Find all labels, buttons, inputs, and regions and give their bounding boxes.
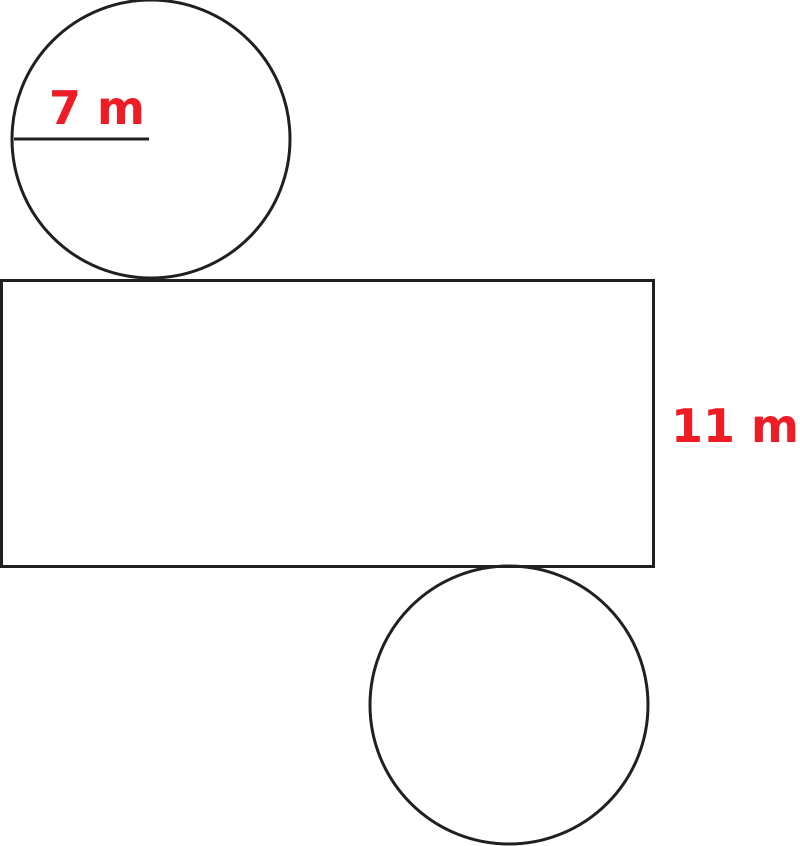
- height-label: 11 m: [671, 399, 799, 453]
- radius-label: 7 m: [49, 81, 145, 135]
- bottom-base-circle: [368, 564, 650, 846]
- top-base-circle: [10, 0, 292, 280]
- lateral-surface-rectangle: [0, 279, 655, 568]
